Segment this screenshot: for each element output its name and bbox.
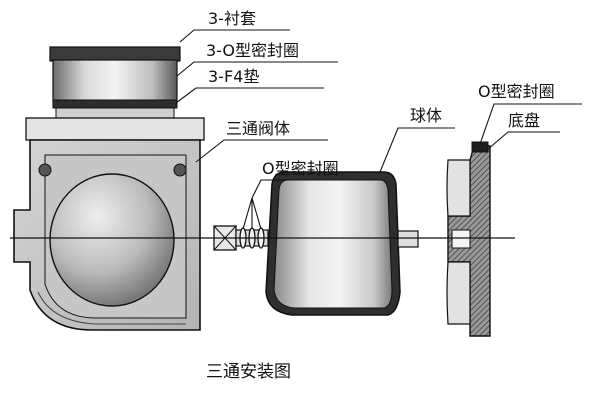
leader-f4-gasket [175, 87, 324, 104]
base-plate [446, 141, 491, 337]
sleeve-assembly [49, 46, 181, 119]
base-plate-lower-flange [446, 261, 471, 325]
lower-channel [37, 291, 186, 325]
label-o-ring-seal-right: O型密封圈 [478, 82, 555, 101]
bolt-hole-right [173, 163, 187, 177]
label-ball: 球体 [410, 106, 442, 125]
label-o-ring-seal-mid: O型密封圈 [262, 159, 339, 178]
label-base-plate: 底盘 [508, 111, 540, 130]
label-f4-gasket: 3-F4垫 [208, 67, 259, 86]
ball-assembly [265, 171, 419, 316]
leader-o-ring-mid-a [242, 197, 253, 230]
tee-valve-body [13, 117, 205, 331]
body-top-flange [25, 117, 205, 141]
leader-sleeve [179, 29, 290, 43]
label-tee-body: 三通阀体 [226, 119, 290, 138]
leader-o-ring-mid [251, 179, 355, 199]
f4-gasket-band [55, 107, 175, 119]
figure-caption: 三通安装图 [206, 362, 291, 382]
base-plate-bore [451, 229, 471, 249]
base-plate-seal [471, 141, 489, 153]
leader-o-ring-right [479, 103, 582, 145]
o-ring-band [52, 99, 178, 109]
sleeve-body [52, 59, 178, 103]
ball-inner [273, 179, 393, 309]
bolt-hole-left [38, 163, 52, 177]
base-plate-upper-flange [446, 159, 471, 217]
leader-base-plate [486, 131, 560, 151]
ball-stub [397, 230, 419, 248]
label-o-ring-seal-top: 3-O型密封圈 [206, 41, 299, 60]
leader-lines [175, 29, 582, 230]
leader-ball [379, 127, 455, 173]
leader-tee-body [195, 139, 328, 163]
label-sleeve: 3-衬套 [208, 9, 256, 28]
valve-bore [49, 173, 175, 307]
leader-o-ring-mid-c [251, 197, 262, 230]
sleeve-cap [49, 46, 181, 62]
leader-o-ring-top [176, 61, 338, 77]
